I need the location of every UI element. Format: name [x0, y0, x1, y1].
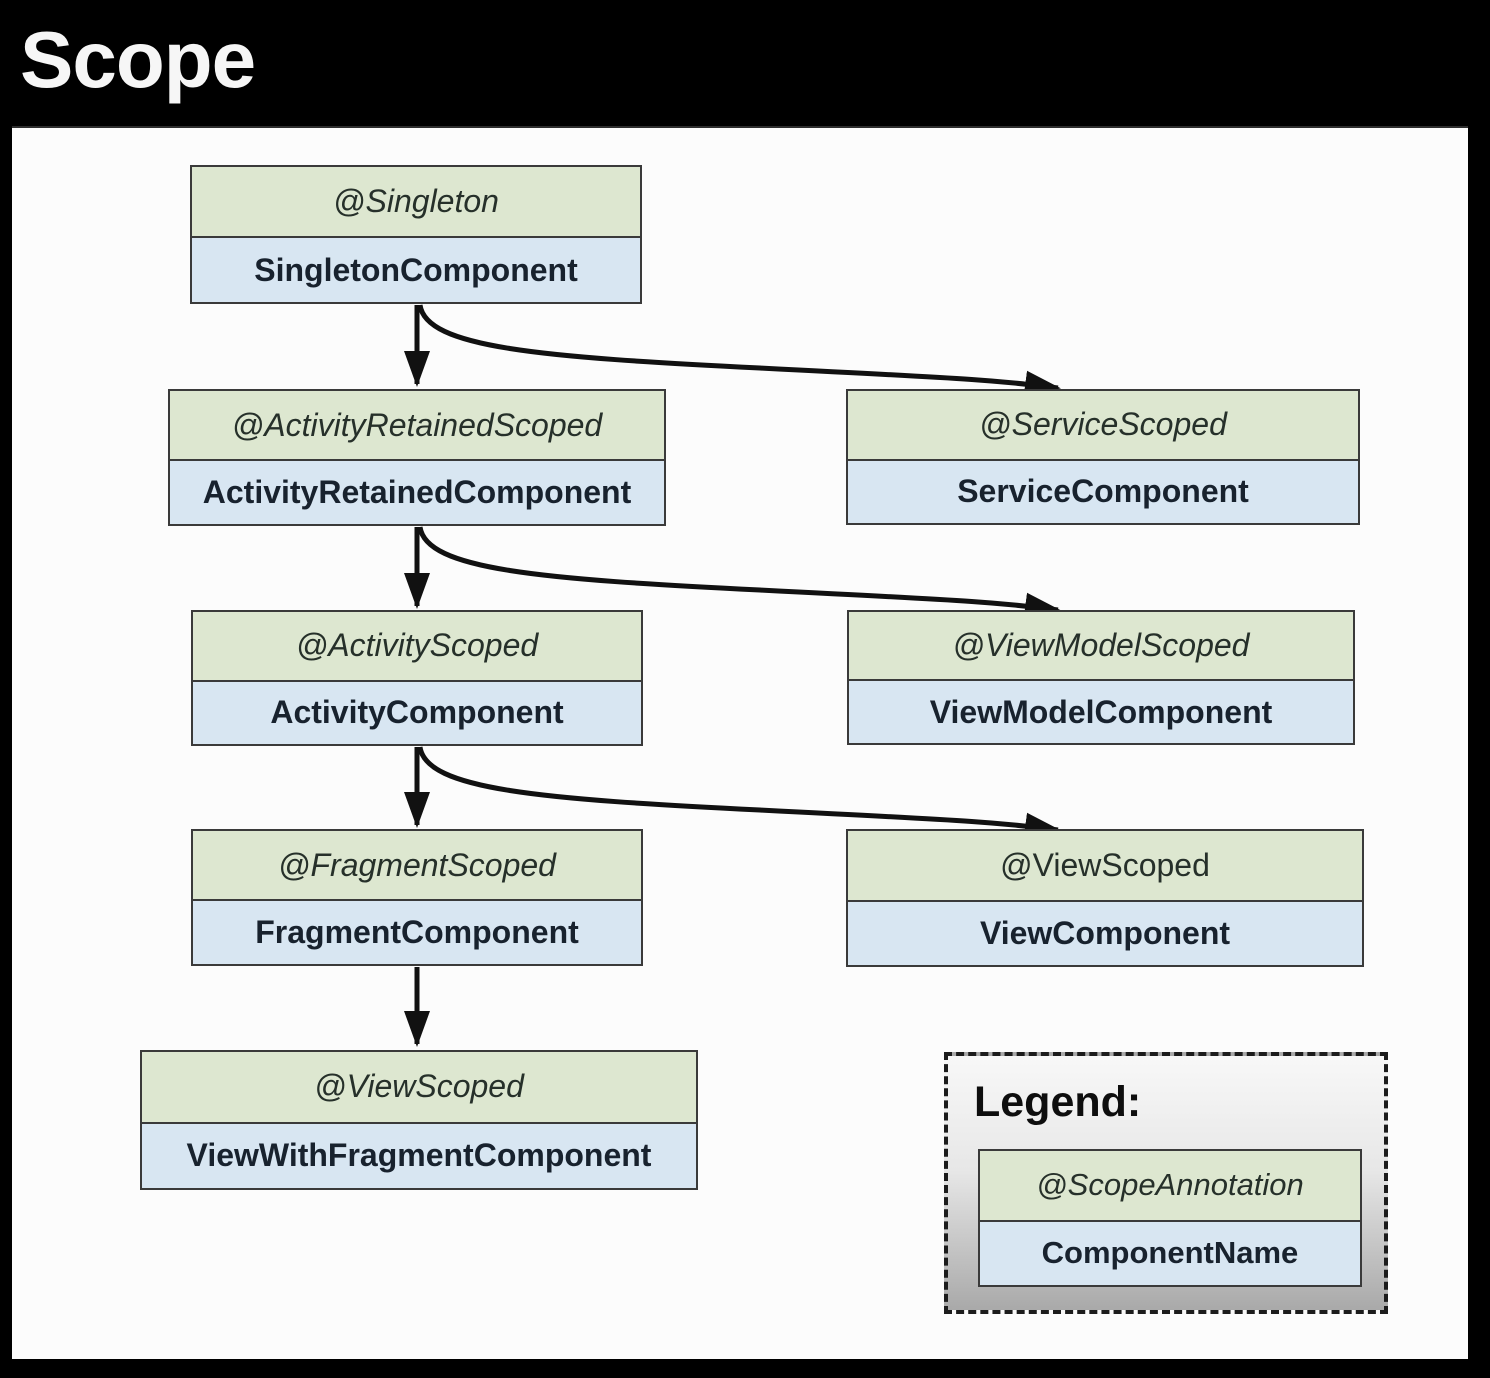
component-name-label: ActivityComponent [193, 681, 641, 744]
node-view-with-fragment: @ViewScoped ViewWithFragmentComponent [140, 1050, 698, 1190]
node-service: @ServiceScoped ServiceComponent [846, 389, 1360, 525]
node-singleton: @Singleton SingletonComponent [190, 165, 642, 304]
scope-annotation-label: @ViewScoped [142, 1052, 696, 1124]
legend-sample-node: @ScopeAnnotation ComponentName [978, 1149, 1362, 1287]
legend-title: Legend: [974, 1078, 1142, 1126]
legend-component-name: ComponentName [980, 1221, 1360, 1285]
scope-annotation-label: @ActivityScoped [193, 612, 641, 682]
node-view: @ViewScoped ViewComponent [846, 829, 1364, 967]
component-name-label: ViewComponent [848, 901, 1362, 965]
component-name-label: SingletonComponent [192, 238, 640, 302]
component-name-label: ActivityRetainedComponent [170, 461, 664, 524]
node-viewmodel: @ViewModelScoped ViewModelComponent [847, 610, 1355, 745]
component-name-label: ServiceComponent [848, 460, 1358, 523]
node-activity: @ActivityScoped ActivityComponent [191, 610, 643, 746]
component-name-label: ViewWithFragmentComponent [142, 1123, 696, 1188]
slide-title: Scope [20, 15, 256, 104]
component-name-label: ViewModelComponent [849, 681, 1353, 743]
scope-annotation-label: @ActivityRetainedScoped [170, 391, 664, 462]
scope-annotation-label: @ViewModelScoped [849, 612, 1353, 682]
legend-scope-annotation: @ScopeAnnotation [980, 1151, 1360, 1222]
component-name-label: FragmentComponent [193, 901, 641, 964]
node-activity-retained: @ActivityRetainedScoped ActivityRetained… [168, 389, 666, 526]
node-fragment: @FragmentScoped FragmentComponent [191, 829, 643, 966]
scope-annotation-label: @FragmentScoped [193, 831, 641, 902]
scope-annotation-label: @Singleton [192, 167, 640, 239]
legend-box: Legend: @ScopeAnnotation ComponentName [944, 1052, 1388, 1314]
scope-annotation-label: @ViewScoped [848, 831, 1362, 902]
scope-annotation-label: @ServiceScoped [848, 391, 1358, 461]
